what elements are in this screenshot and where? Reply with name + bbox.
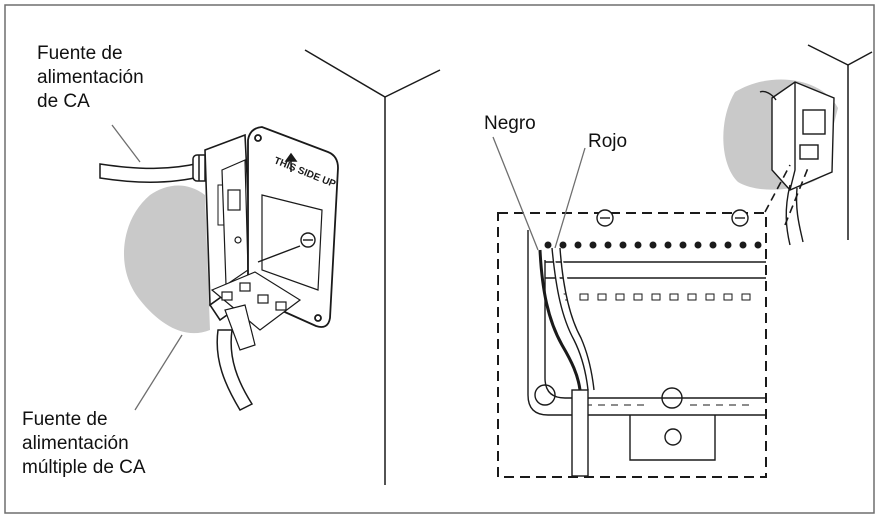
transformer-interior — [221, 159, 249, 287]
terminal-block — [210, 271, 302, 351]
black-wire — [538, 249, 582, 391]
inset-transformer — [759, 81, 835, 191]
diagram-border — [4, 4, 875, 514]
right-wall-corner — [807, 44, 873, 240]
zoom-detail-body — [527, 230, 766, 461]
zoom-cable-sheath — [571, 389, 589, 477]
ac-supply-label-line-1: Fuente de — [37, 43, 123, 64]
left-wall-shadow — [123, 185, 210, 334]
left-wall-corner — [304, 49, 441, 485]
zoom-detail-box — [497, 212, 767, 478]
zoom-leader-lines — [764, 164, 809, 226]
ac-supply-label: Fuente de alimentación de CA — [37, 42, 144, 114]
multi-ac-supply-label-line-3: múltiple de CA — [22, 457, 146, 478]
wire-leader-lines — [492, 136, 586, 251]
mounting-holes — [596, 209, 749, 227]
left-leader-lines — [111, 124, 183, 411]
ac-supply-cable — [99, 154, 216, 184]
multi-ac-supply-label: Fuente de alimentación múltiple de CA — [22, 408, 146, 480]
multi-ac-supply-cable — [216, 329, 254, 411]
ac-supply-label-line-3: de CA — [37, 91, 90, 112]
terminal-slot-row — [561, 293, 751, 301]
multi-ac-supply-label-line-1: Fuente de — [22, 409, 108, 430]
device-cover-plate — [247, 126, 339, 328]
ac-supply-label-line-2: alimentación — [37, 67, 144, 88]
red-wire — [551, 247, 595, 391]
black-wire-label: Negro — [484, 113, 536, 134]
screw-icon — [257, 232, 316, 263]
multi-ac-supply-label-line-2: alimentación — [22, 433, 129, 454]
inset-wires — [785, 184, 804, 246]
up-arrow-icon — [284, 152, 298, 172]
terminal-screw-row — [544, 241, 762, 249]
red-wire-label: Rojo — [588, 131, 628, 152]
